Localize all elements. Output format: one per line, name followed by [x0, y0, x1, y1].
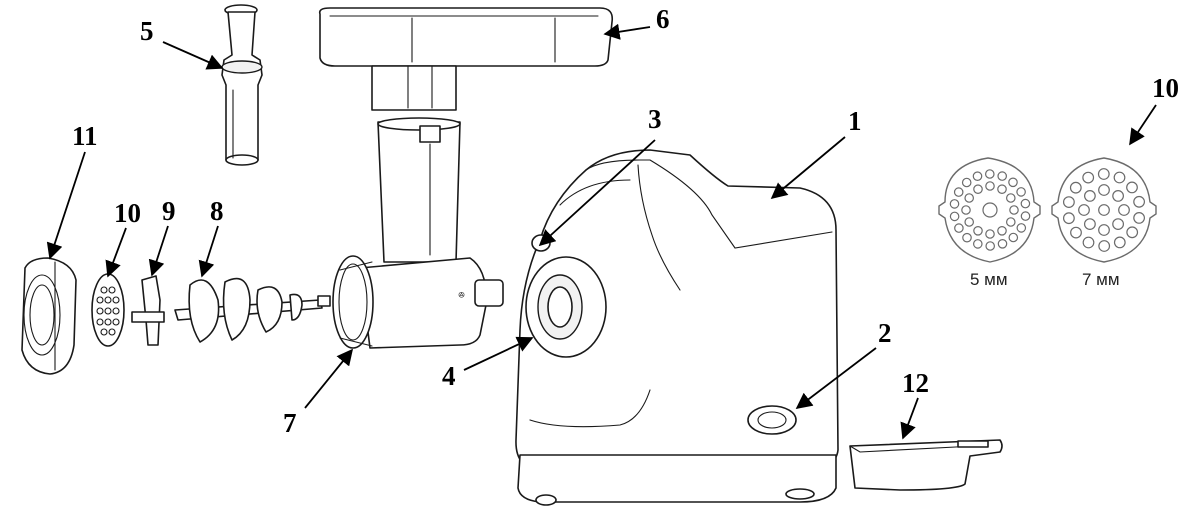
plate-part [91, 273, 125, 347]
callout-4: 4 [442, 361, 456, 391]
plate-5mm [938, 157, 1041, 263]
grinder-head-part: ꔮ [332, 117, 504, 349]
plate-hole [1078, 204, 1090, 216]
plate-hole [985, 181, 995, 191]
plate-hole [1133, 195, 1145, 208]
plate-hole [1133, 211, 1145, 224]
callout-3: 3 [648, 104, 662, 134]
plate-hole [954, 223, 964, 233]
plate-hole [1062, 196, 1075, 209]
plate-hole [1005, 217, 1016, 227]
callout-10: 10 [114, 198, 141, 228]
leader-1 [770, 136, 846, 200]
plate-hole [1016, 223, 1027, 233]
leader-7 [304, 348, 354, 409]
plate-7mm-label: 7 мм [1082, 270, 1120, 289]
plate-hole [1008, 232, 1019, 243]
callout-12: 12 [902, 368, 929, 398]
tray-part [318, 7, 614, 111]
plate-hole [1118, 204, 1130, 216]
plate-hole [949, 199, 960, 209]
pusher-part [221, 4, 263, 166]
leader-2 [795, 347, 877, 409]
leader-10b [1129, 104, 1157, 146]
plate-hole [982, 202, 998, 218]
plate-hole [1009, 205, 1019, 215]
plate-hole [1016, 187, 1026, 197]
plate-hole [997, 184, 1007, 194]
callout-5: 5 [140, 16, 154, 46]
plate-hole [964, 193, 974, 203]
plate-hole [972, 239, 983, 249]
callout-11: 11 [72, 121, 98, 151]
auger-part [174, 277, 331, 343]
callout-1: 1 [848, 106, 862, 136]
plate-hole [1020, 198, 1031, 209]
leader-lines [46, 23, 1157, 440]
leader-12 [900, 397, 919, 440]
plate-hole [1005, 193, 1016, 203]
motor-body-part [515, 149, 839, 506]
leader-4 [463, 336, 534, 371]
ring-nut-part [21, 257, 77, 375]
plate-hole [985, 229, 995, 239]
callout-7: 7 [283, 408, 297, 438]
plate-hole [1098, 224, 1110, 236]
plate-hole [985, 241, 995, 251]
plate-hole [961, 177, 972, 188]
plate-hole [961, 205, 971, 215]
callout-10-plates: 10 [1152, 73, 1179, 103]
plate-hole [1020, 211, 1031, 221]
plate-5mm-label: 5 мм [970, 270, 1008, 289]
plate-hole [1113, 236, 1126, 249]
leader-5 [162, 41, 224, 70]
leader-8 [198, 225, 219, 278]
leader-11 [46, 151, 86, 260]
plate-hole [1082, 171, 1095, 184]
leader-9 [148, 225, 169, 277]
plate-7mm [1051, 157, 1157, 263]
plate-hole [1008, 177, 1018, 188]
plate-hole [972, 171, 983, 181]
plate-hole [997, 239, 1008, 249]
plate-hole [1098, 240, 1111, 252]
accessory-tray-part [849, 439, 1003, 491]
plate-hole [1097, 168, 1110, 180]
leader-10 [105, 227, 127, 278]
plate-hole [1083, 189, 1096, 202]
blade-part [131, 275, 165, 346]
callout-2: 2 [878, 318, 892, 348]
plate-hole [1098, 204, 1110, 216]
plate-hole [997, 226, 1007, 236]
plate-hole [964, 217, 974, 227]
plate-hole [962, 232, 972, 243]
leader-6 [603, 23, 651, 40]
plate-hole [973, 184, 983, 194]
leader-3 [538, 139, 656, 247]
callout-9: 9 [162, 196, 176, 226]
plate-hole [1070, 226, 1082, 239]
plate-hole [949, 211, 960, 222]
plate-hole [1082, 236, 1095, 249]
plate-hole [1112, 189, 1124, 202]
plate-hole [1069, 181, 1082, 194]
plate-hole [1112, 218, 1124, 231]
plate-hole [953, 187, 964, 197]
plate-hole [984, 169, 995, 179]
plate-hole [1083, 218, 1096, 231]
plate-hole [997, 171, 1007, 181]
plate-hole [1126, 226, 1139, 239]
plate-hole [1126, 181, 1138, 194]
plate-hole [1062, 212, 1075, 225]
callout-8: 8 [210, 196, 224, 226]
plate-hole [1098, 184, 1110, 196]
plate-hole [973, 226, 983, 236]
svg-text:ꔮ: ꔮ [458, 291, 465, 301]
callout-6: 6 [656, 4, 670, 34]
plate-hole [1113, 171, 1126, 184]
